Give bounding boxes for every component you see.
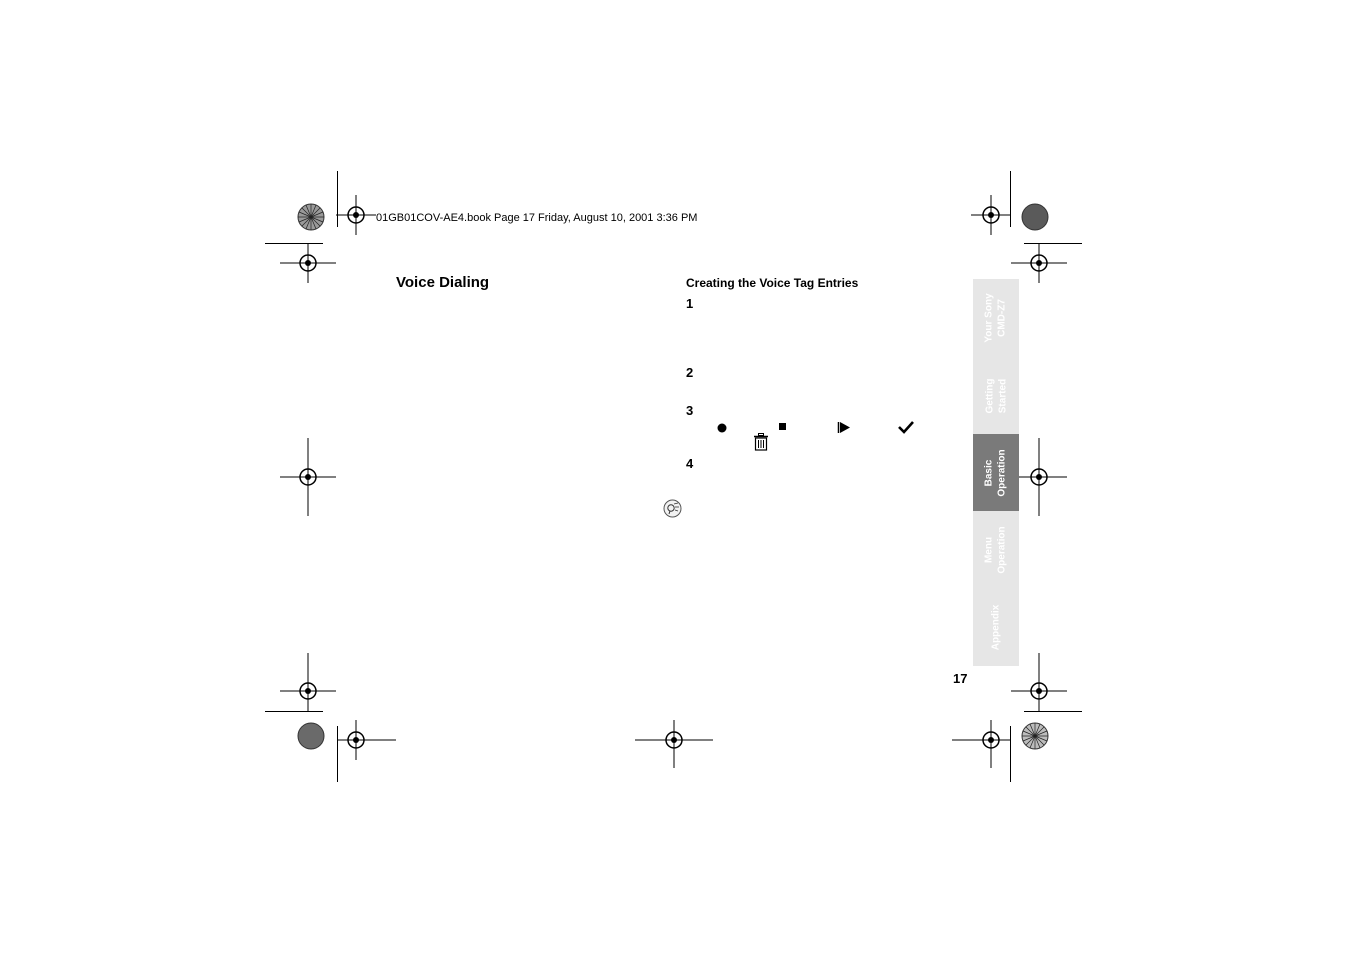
starburst-icon (297, 203, 325, 231)
crop-line (1010, 171, 1011, 227)
page-number: 17 (953, 671, 968, 686)
play-icon (837, 422, 850, 433)
crop-line (337, 171, 338, 227)
registration-target-icon (338, 720, 396, 760)
registration-target-icon (635, 720, 713, 768)
crop-line (265, 711, 323, 712)
page-title: Voice Dialing (396, 274, 490, 291)
registration-target-icon (280, 243, 336, 283)
registration-target-icon (1011, 653, 1067, 711)
tab-label: Appendix (990, 604, 1002, 650)
step-number: 3 (686, 403, 694, 418)
color-patch-icon (1021, 203, 1049, 231)
crop-line (1024, 711, 1082, 712)
stop-icon (779, 423, 786, 430)
step-number: 2 (686, 365, 694, 380)
trash-icon (754, 433, 768, 451)
step-number: 4 (686, 456, 694, 471)
crop-line (1024, 243, 1082, 244)
registration-target-icon (952, 720, 1010, 768)
tip-icon (663, 499, 682, 518)
crop-line (337, 726, 338, 782)
registration-target-icon (280, 438, 336, 516)
registration-target-icon (1011, 438, 1067, 516)
tab-appendix[interactable]: Appendix (973, 588, 1019, 666)
file-info-header: 01GB01COV-AE4.book Page 17 Friday, Augus… (376, 212, 698, 224)
registration-target-icon (971, 195, 1011, 235)
step-number: 1 (686, 296, 694, 311)
section-heading: Creating the Voice Tag Entries (686, 276, 859, 290)
check-icon (898, 421, 914, 434)
record-icon (717, 423, 727, 433)
registration-target-icon (280, 653, 336, 711)
registration-target-icon (1011, 243, 1067, 283)
crop-line (1010, 726, 1011, 782)
starburst-icon (1021, 722, 1049, 750)
color-patch-icon (297, 722, 325, 750)
registration-target-icon (336, 195, 376, 235)
crop-line (265, 243, 323, 244)
